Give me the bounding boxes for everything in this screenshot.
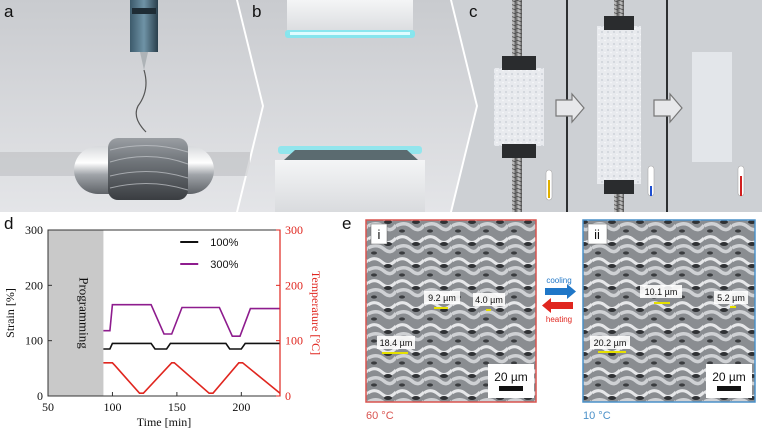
scale-bar-label-i: 20 µm (494, 370, 528, 384)
legend-label-1: 300% (210, 259, 238, 271)
x-tick-label-3: 200 (232, 400, 250, 414)
y-axis-label: Strain [%] (3, 288, 17, 338)
illustration-strip (0, 0, 762, 212)
sem-i-label: i (378, 227, 381, 242)
panel-label-c: c (469, 2, 478, 21)
foam-sample-fixed (692, 52, 732, 162)
programming-label: Programming (77, 277, 92, 349)
panel-label-e: e (342, 214, 352, 233)
y-tick-label-2: 200 (25, 278, 43, 292)
cooling-arrow-icon (545, 284, 576, 299)
y-tick-label-3: 300 (25, 223, 43, 237)
measure-i-1: 9.2 µm (428, 293, 456, 303)
measure-ii-1: 10.1 µm (645, 287, 678, 297)
sem-image-ii: ii 10.1 µm 5.2 µm 20.2 µm 20 µm (582, 219, 756, 403)
series-line-2 (103, 362, 281, 394)
cooling-label: cooling (546, 276, 571, 285)
arrow-right-icon-2 (653, 92, 683, 124)
sem-image-i: i 9.2 µm 4.0 µm 18.4 µm 20 µm (365, 219, 537, 403)
heating-label: heating (546, 315, 572, 324)
y-tick-label-0: 0 (37, 389, 43, 403)
sem-ii-label: ii (594, 227, 600, 242)
measure-ii-2: 5.2 µm (717, 293, 745, 303)
sem-panel: i 9.2 µm 4.0 µm 18.4 µm 20 µm 60 °C cool… (365, 219, 756, 422)
strain-temperature-chart: Programming 50 100 150 200 0 100 200 300 0 100 200… (3, 223, 323, 429)
x-tick-label-2: 150 (168, 400, 186, 414)
thermometer-hot-icon (737, 165, 745, 197)
arrow-right-icon (555, 92, 585, 124)
measure-i-2: 4.0 µm (475, 295, 503, 305)
legend-label-0: 100% (210, 237, 238, 249)
legend: 100% 300% (180, 237, 239, 271)
thermometer-warm-icon (545, 169, 553, 201)
y2-tick-label-3: 300 (285, 223, 303, 237)
scale-bar-label-ii: 20 µm (712, 370, 746, 384)
thermometer-cold-icon (647, 165, 655, 197)
measure-ii-3: 20.2 µm (594, 338, 627, 348)
y2-tick-label-1: 100 (285, 334, 303, 348)
measure-i-3: 18.4 µm (380, 338, 413, 348)
series-line-1 (103, 303, 280, 337)
fiber-mesh-wrap (108, 138, 188, 200)
x-tick-label-0: 50 (42, 400, 54, 414)
heating-arrow-icon (542, 298, 573, 313)
x-tick-label-1: 100 (103, 400, 121, 414)
y-tick-label-1: 100 (25, 334, 43, 348)
top-press-plate (287, 0, 413, 34)
fiber-jet (135, 69, 147, 133)
temperature-label-ii: 10 °C (583, 410, 611, 422)
syringe-icon (130, 0, 158, 52)
programming-region (48, 230, 104, 396)
panel-label-d: d (4, 214, 14, 233)
y2-axis-label: Temperature [°C] (309, 271, 323, 355)
series-line-0 (103, 342, 280, 350)
bottom-press-plate (275, 160, 425, 212)
y2-tick-label-0: 0 (285, 389, 291, 403)
scale-bar-ii (717, 386, 741, 391)
compressed-mesh (284, 150, 418, 160)
panel-label-b: b (252, 2, 262, 21)
foam-sample-original (494, 68, 544, 146)
temperature-label-i: 60 °C (366, 410, 394, 422)
x-axis-label: Time [min] (137, 415, 192, 429)
panel-label-a: a (4, 2, 14, 21)
foam-sample-stretched (597, 26, 641, 184)
scale-bar-i (499, 386, 523, 391)
y2-tick-label-2: 200 (285, 278, 303, 292)
